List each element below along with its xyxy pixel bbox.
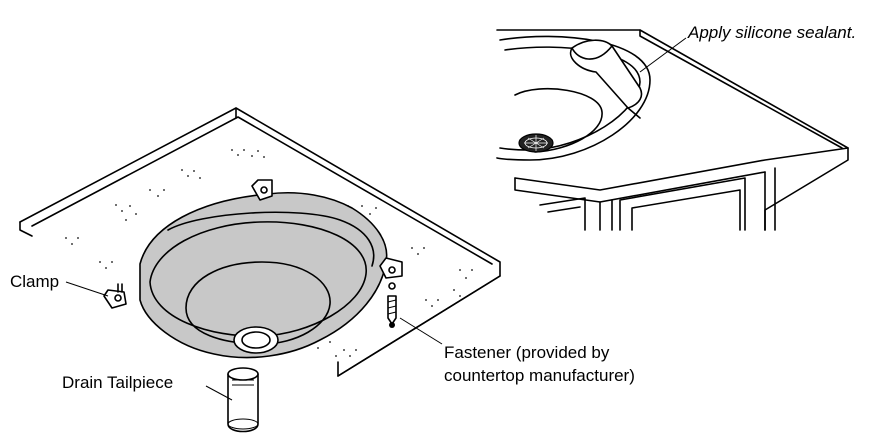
clamp-left [103, 283, 127, 309]
fastener-label-line2: countertop manufacturer) [444, 366, 635, 385]
fastener-leader [399, 317, 443, 345]
fastener-screw [387, 282, 397, 328]
sealant-leader [639, 37, 687, 73]
drain-tailpiece [227, 367, 259, 433]
sealant-label: Apply silicone sealant. [687, 23, 856, 42]
clamp-right [379, 257, 403, 279]
sink-bowl [139, 191, 388, 359]
countertop-slab [19, 107, 501, 377]
clamp-label: Clamp [10, 272, 59, 291]
countertop-texture [65, 149, 473, 357]
bowl-drain [233, 326, 279, 354]
sealant-tube [569, 39, 643, 119]
inset-sink-rim [496, 35, 651, 161]
tailpiece-leader [205, 385, 233, 401]
tailpiece-label: Drain Tailpiece [62, 373, 173, 392]
clamp-top [251, 179, 273, 201]
sealant-inset [496, 29, 849, 231]
fastener-label-line1: Fastener (provided by [444, 343, 610, 362]
inset-countertop [496, 29, 849, 231]
countertop-underside [19, 107, 501, 433]
inset-drain [518, 133, 554, 153]
clamp-leader [65, 281, 109, 297]
